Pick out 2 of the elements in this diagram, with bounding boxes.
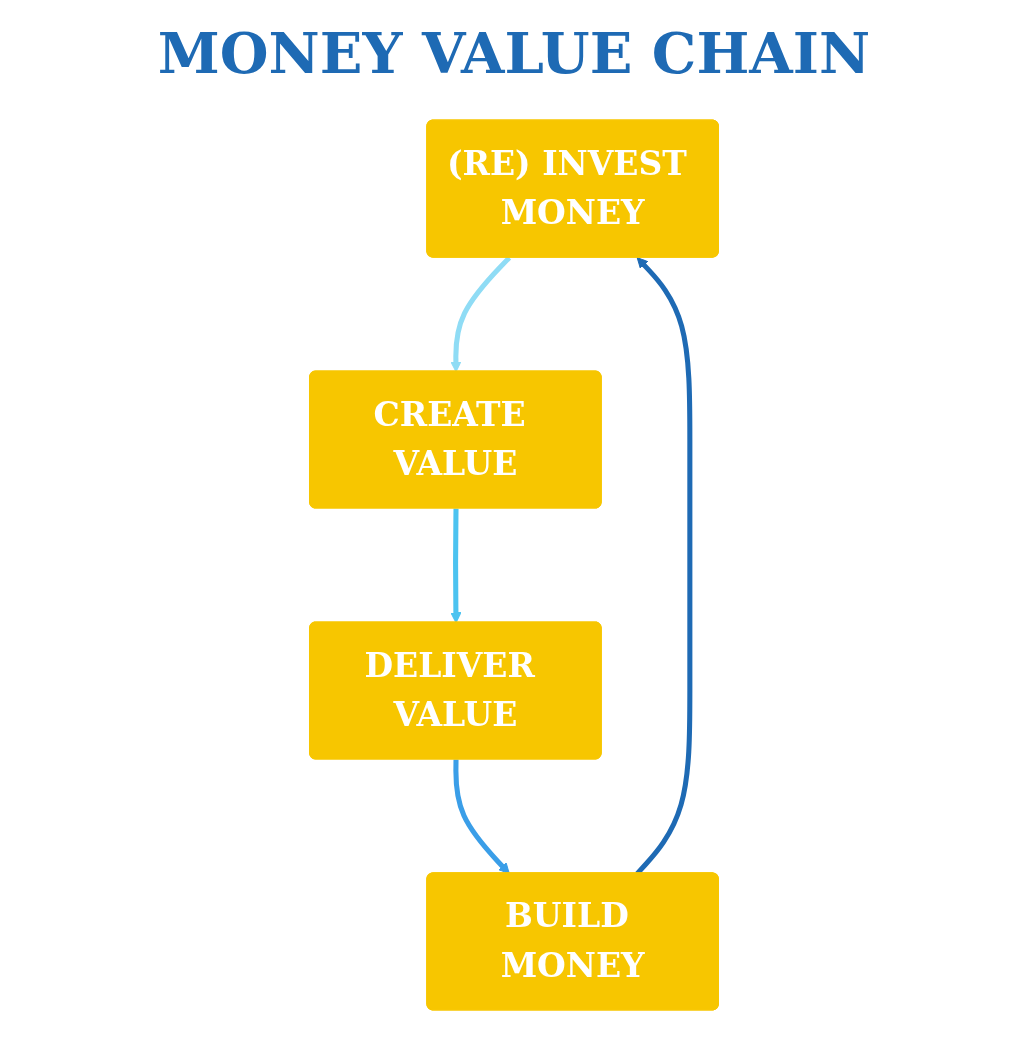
diagram-title: MONEY VALUE CHAIN [156, 20, 872, 86]
arrow [450, 508, 462, 624]
